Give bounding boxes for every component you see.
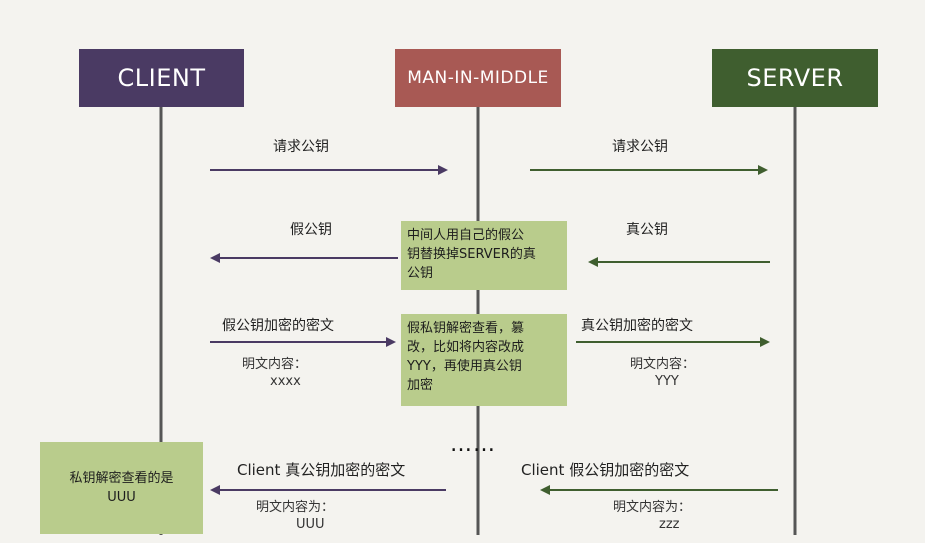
mim-actor: MAN-IN-MIDDLE — [395, 49, 561, 107]
real-plain-value: YYY — [655, 374, 679, 389]
mim-tamper-line4: 加密 — [407, 378, 434, 393]
client-view-note: 私钥解密查看的是 UUU — [40, 442, 203, 534]
mim-label: MAN-IN-MIDDLE — [407, 68, 549, 88]
client-view-line1: 私钥解密查看的是 — [69, 471, 174, 486]
mim-swap-line3: 公钥 — [407, 266, 434, 281]
real-plain-label: 明文内容： — [630, 357, 696, 372]
mim-swap-line2: 钥替换掉SERVER的真 — [407, 247, 536, 262]
mim-swap-line1: 中间人用自己的假公 — [407, 228, 525, 243]
msg-request-key-right: 请求公钥 — [612, 139, 668, 155]
client-actor: CLIENT — [79, 49, 244, 107]
fake-plain-value: xxxx — [270, 374, 301, 389]
msg-fake-cipher: 假公钥加密的密文 — [222, 318, 334, 334]
fake-plain-label: 明文内容： — [242, 357, 308, 372]
client-view-line2: UUU — [107, 490, 136, 505]
msg-request-key-left: 请求公钥 — [273, 139, 329, 155]
msg-client-real-cipher: Client 真公钥加密的密文 — [237, 461, 406, 479]
msg-fake-key: 假公钥 — [290, 222, 332, 238]
client-label: CLIENT — [117, 64, 206, 92]
msg-real-cipher: 真公钥加密的密文 — [581, 318, 693, 334]
mim-tamper-note: 假私钥解密查看，篡 改，比如将内容改成 YYY，再使用真公钥 加密 — [401, 314, 567, 406]
client-fake-plain-value: zzz — [659, 517, 680, 532]
mim-swap-note: 中间人用自己的假公 钥替换掉SERVER的真 公钥 — [401, 221, 567, 290]
mim-tamper-line2: 改，比如将内容改成 — [407, 340, 525, 355]
msg-real-key: 真公钥 — [626, 222, 668, 238]
client-real-plain-label: 明文内容为： — [256, 500, 335, 515]
ellipsis: …… — [450, 432, 496, 457]
msg-client-fake-cipher: Client 假公钥加密的密文 — [521, 461, 690, 479]
client-real-plain-value: UUU — [296, 517, 325, 532]
server-label: SERVER — [746, 64, 844, 92]
mim-tamper-line1: 假私钥解密查看，篡 — [407, 321, 525, 336]
server-actor: SERVER — [712, 49, 878, 107]
mim-tamper-line3: YYY，再使用真公钥 — [407, 359, 522, 374]
client-fake-plain-label: 明文内容为： — [613, 500, 692, 515]
